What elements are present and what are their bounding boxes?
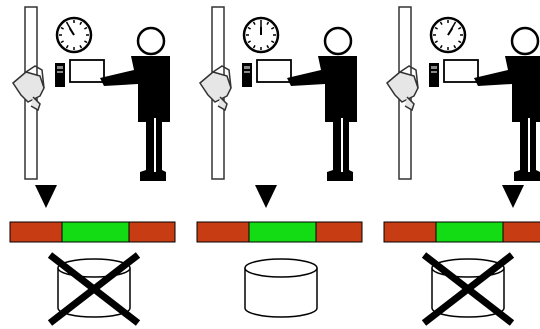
window-late-segment [503,222,540,242]
time-window-bar [384,222,540,242]
window-late-segment [316,222,362,242]
window-late-segment [129,222,175,242]
window-valid-segment [62,222,129,242]
window-early-segment [10,222,62,242]
window-valid-segment [436,222,503,242]
clock-icon [57,18,91,52]
card-icon [444,60,478,82]
card-icon [257,60,291,82]
time-window-bar [197,222,362,242]
cylinder-icon [245,259,317,317]
panel-on-time [197,7,362,317]
triangle-marker-icon [35,185,57,208]
triangle-marker-icon [502,185,524,208]
card-reader-icon [55,63,65,87]
triangle-marker-icon [255,185,277,208]
person-icon [100,28,170,181]
person-icon [474,28,540,181]
clock-icon [244,18,278,52]
window-early-segment [197,222,249,242]
panel-late [384,7,540,323]
person-icon [287,28,357,181]
time-window-bar [10,222,175,242]
window-early-segment [384,222,436,242]
card-icon [70,60,104,82]
card-reader-icon [242,63,252,87]
card-reader-icon [429,63,439,87]
panel-early [10,7,175,323]
clock-icon [431,18,465,52]
window-valid-segment [249,222,316,242]
